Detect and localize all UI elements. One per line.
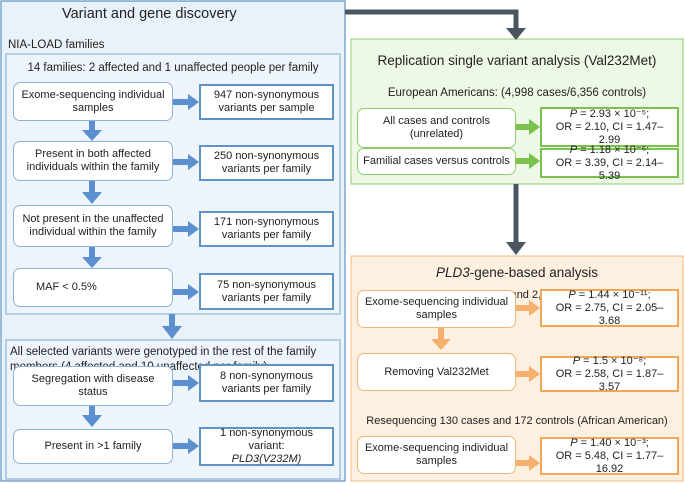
result-75-variants: 75 non-synonymous variants per family [199,273,334,310]
families-desc: 14 families: 2 affected and 1 unaffected… [27,62,319,74]
gene-based-title: PLD3-gene-based analysis [355,265,679,281]
step-maf-filter: MAF < 0.5% [13,268,173,307]
step-both-affected: Present in both affected individuals wit… [13,141,173,181]
gene-result-removing-val232met: P = 1.5 × 10⁻⁸; OR = 2.58, CI = 1.87–3.5… [540,354,679,393]
replication-p-familial: P = 1.18 × 10⁻⁶; [569,143,650,156]
step-exome-sequencing: Exome-sequencing individual samples [13,82,173,121]
green-result-arrows [516,119,540,169]
result-pld3-prefix: 1 non-synonymous variant: [220,427,313,452]
blue-result-arrows [173,94,199,454]
replication-step-all-cases: All cases and controls (unrelated) [357,108,516,148]
gene-based-title-rest: -gene-based analysis [469,265,599,280]
result-pld3-variant: 1 non-synonymous variant: PLD3(V232M) [199,427,334,466]
result-250-variants: 250 non-synonymous variants per family [199,145,334,181]
blue-step-arrows [82,121,182,427]
replication-p-all-cases: P = 2.93 × 10⁻⁵; [569,107,650,120]
result-171-variants: 171 non-synonymous variants per family [199,211,334,247]
result-8-variants: 8 non-synonymous variants per family [199,364,334,402]
step-segregation: Segregation with disease status [13,366,173,406]
step-present-multiple-families: Present in >1 family [13,429,173,464]
replication-cohort: European Americans: (4,998 cases/6,356 c… [387,87,647,99]
gene-step-exome-eu: Exome-sequencing individual samples [357,290,516,328]
gene-or-removing-val232met: OR = 2.58, CI = 1.87–3.57 [555,367,664,393]
gene-step-exome-aa: Exome-sequencing individual samples [357,436,516,474]
gene-p-exome-eu: P = 1.44 × 10⁻¹¹; [568,288,651,301]
replication-step-familial: Familial cases versus controls [357,148,516,175]
discovery-to-replication-arrow [345,9,519,30]
result-947-variants: 947 non-synonymous variants per sample [199,84,334,120]
gene-p-exome-aa: P = 1.40 × 10⁻³; [570,436,649,449]
replication-title: Replication single variant analysis (Val… [377,53,657,68]
result-pld3-gene: PLD3(V232M) [231,453,302,465]
gene-based-title-gene: PLD3 [435,265,470,280]
replication-or-all-cases: OR = 2.10, CI = 1.47–2.99 [555,120,664,146]
orange-arrows [431,300,540,471]
gene-or-exome-eu: OR = 2.75, CI = 2.05–3.68 [555,301,664,327]
families-label: NIA-LOAD families [8,39,105,51]
gene-result-exome-eu: P = 1.44 × 10⁻¹¹; OR = 2.75, CI = 2.05–3… [540,289,679,327]
step-not-in-unaffected: Not present in the unaffected individual… [13,205,173,247]
gene-based-cohort-aa: Resequencing 130 cases and 172 controls … [366,415,668,427]
replication-result-familial: P = 1.18 × 10⁻⁶; OR = 3.39, CI = 2.14–5.… [540,144,679,182]
gene-or-exome-aa: OR = 5.48, CI = 1.77–16.92 [555,449,664,475]
replication-result-all-cases: P = 2.93 × 10⁻⁵; OR = 2.10, CI = 1.47–2.… [540,107,679,147]
gene-p-removing-val232met: P = 1.5 × 10⁻⁸; [572,354,647,367]
gene-result-exome-aa: P = 1.40 × 10⁻³; OR = 5.48, CI = 1.77–16… [540,437,679,475]
replication-or-familial: OR = 3.39, CI = 2.14–5.39 [555,156,664,182]
discovery-title: Variant and gene discovery [62,6,237,22]
gene-step-removing-val232met: Removing Val232Met [357,353,516,391]
